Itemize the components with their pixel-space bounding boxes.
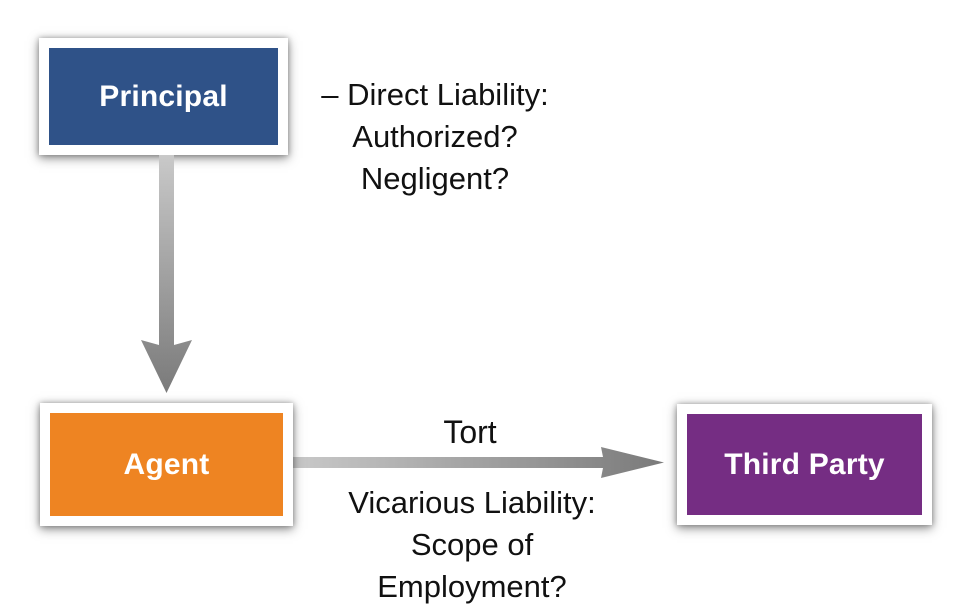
- agent-to-third-party-right-arrow: [293, 447, 664, 478]
- annotation-vicarious-liability: Vicarious Liability: Scope of Employment…: [337, 482, 607, 604]
- annotation-direct-liability-line-3: Negligent?: [360, 161, 510, 196]
- node-third-party-fill: Third Party: [687, 414, 922, 515]
- principal-to-agent-down-arrow: [141, 155, 192, 393]
- node-third-party-label: Third Party: [724, 447, 885, 481]
- annotation-vicarious-line-3: Employment?: [377, 569, 567, 604]
- right-arrow-shape: [293, 447, 664, 478]
- annotation-vicarious-line-2: Scope of: [410, 527, 534, 562]
- node-third-party: Third Party: [677, 404, 932, 525]
- annotation-direct-liability-line-1: – Direct Liability:: [321, 77, 549, 112]
- down-arrow-shape: [141, 155, 192, 393]
- annotation-tort: Tort: [443, 414, 497, 450]
- annotation-vicarious-line-1: Vicarious Liability:: [348, 485, 596, 520]
- node-agent: Agent: [40, 403, 293, 526]
- annotation-direct-liability: – Direct Liability: Authorized? Negligen…: [300, 74, 570, 200]
- node-agent-fill: Agent: [50, 413, 283, 516]
- annotation-direct-liability-line-2: Authorized?: [352, 119, 518, 154]
- node-principal-label: Principal: [99, 79, 228, 113]
- node-principal: Principal: [39, 38, 288, 155]
- node-agent-label: Agent: [123, 447, 210, 481]
- node-principal-fill: Principal: [49, 48, 278, 145]
